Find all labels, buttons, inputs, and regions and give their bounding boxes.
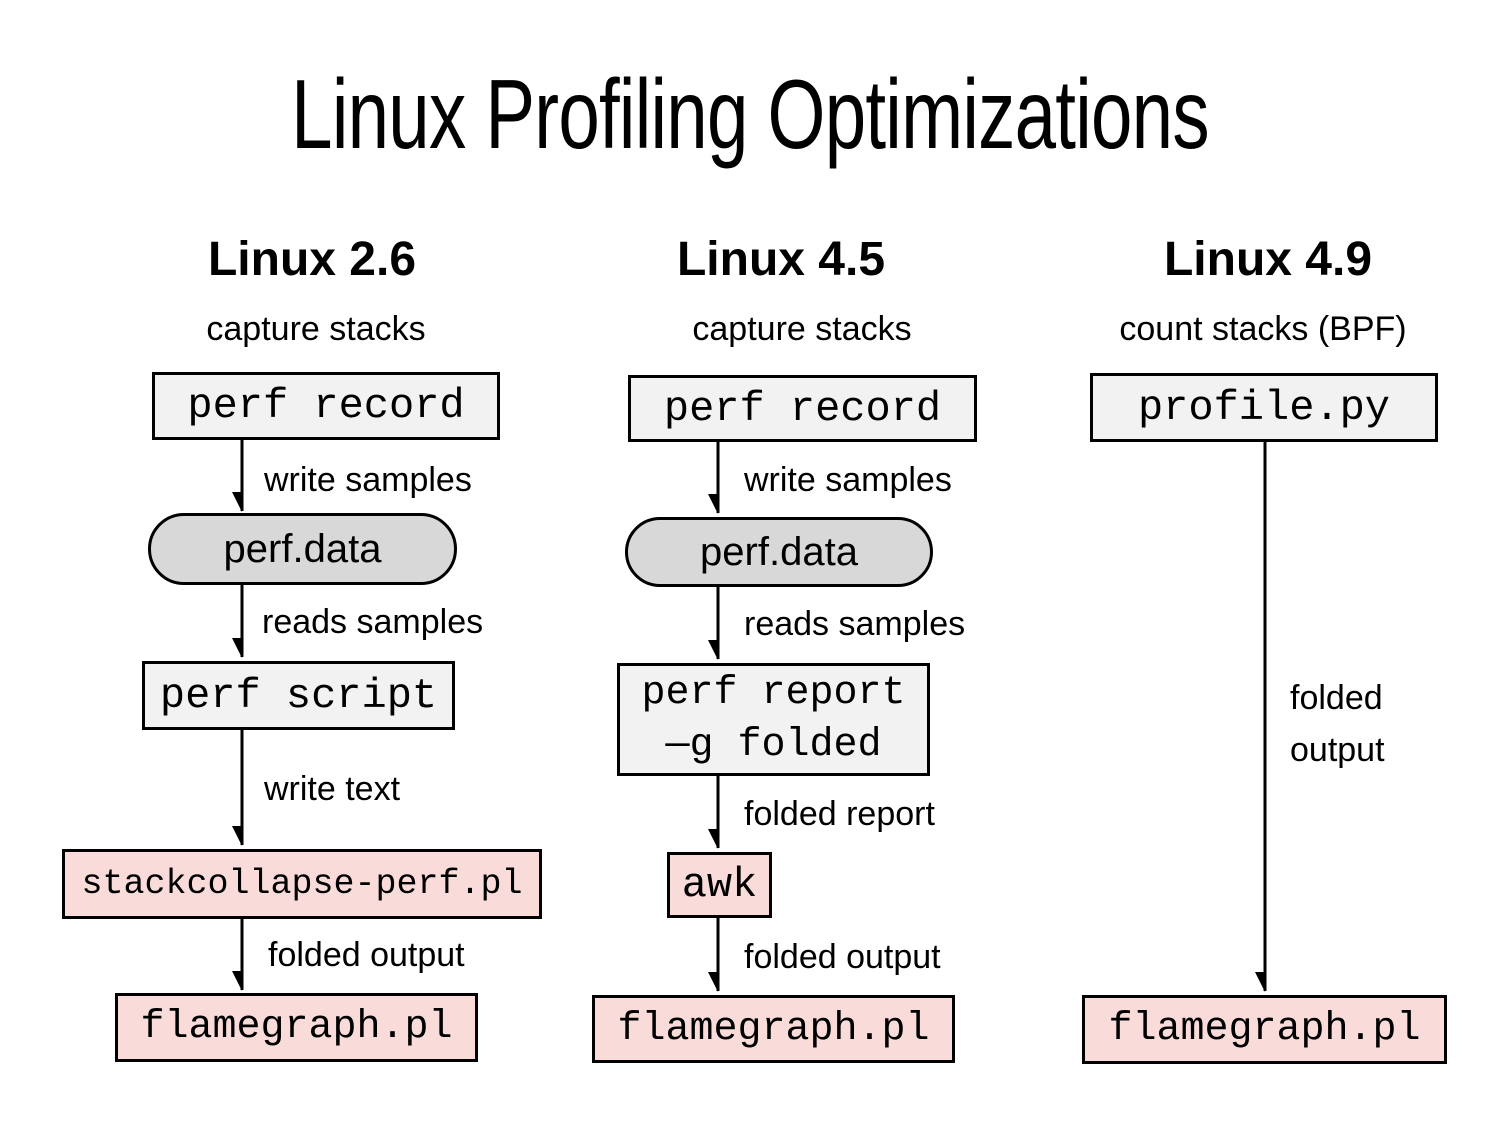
column-heading-linux-2-6: Linux 2.6 [207, 233, 417, 286]
edge-label-reads-samples-2: reads samples [744, 605, 966, 643]
edge-label-folded-report: folded report [744, 795, 935, 833]
node-perf-data-2-label: perf.data [700, 529, 858, 574]
node-flamegraph-pl-3: flamegraph.pl [1082, 995, 1447, 1064]
top-label-capture-stacks-1: capture stacks [206, 310, 426, 348]
edge-label-folded-output-3: folded output [1290, 679, 1385, 769]
node-perf-report-g-folded-label: perf report —g folded [641, 668, 905, 772]
edge-label-write-samples-2: write samples [744, 461, 952, 499]
node-stackcollapse-perf-pl: stackcollapse-perf.pl [62, 849, 542, 919]
page-title: Linux Profiling Optimizations [291, 59, 1209, 169]
edge-label-reads-samples-1: reads samples [262, 603, 484, 641]
node-flamegraph-pl-2: flamegraph.pl [592, 995, 955, 1063]
edge-label-write-text: write text [264, 770, 401, 808]
edge-label-folded-output-2: folded output [744, 938, 941, 976]
node-perf-record-1-label: perf record [187, 382, 465, 430]
top-label-capture-stacks-2: capture stacks [692, 310, 912, 348]
node-awk: awk [667, 852, 772, 918]
node-profile-py-label: profile.py [1137, 383, 1391, 432]
node-perf-data-1-label: perf.data [223, 526, 382, 571]
top-label-count-stacks-bpf: count stacks (BPF) [1119, 310, 1407, 348]
node-perf-report-line-2: —g folded [665, 722, 882, 768]
node-perf-record-2-label: perf record [663, 384, 942, 433]
node-flamegraph-pl-1: flamegraph.pl [115, 993, 478, 1062]
node-flamegraph-pl-1-label: flamegraph.pl [140, 1005, 453, 1050]
node-perf-script-label: perf script [159, 671, 438, 720]
node-perf-record-2: perf record [628, 375, 977, 442]
column-heading-linux-4-5: Linux 4.5 [676, 233, 886, 286]
node-flamegraph-pl-3-label: flamegraph.pl [1108, 1007, 1421, 1052]
edge-label-write-samples-1: write samples [264, 461, 472, 499]
node-flamegraph-pl-2-label: flamegraph.pl [617, 1006, 930, 1052]
node-perf-report-line-1: perf report [641, 670, 906, 716]
node-perf-data-2: perf.data [625, 517, 933, 587]
node-perf-report-g-folded: perf report —g folded [617, 663, 930, 776]
edge-label-folded-output-1: folded output [268, 936, 465, 974]
node-profile-py: profile.py [1090, 373, 1438, 442]
node-awk-label: awk [681, 861, 758, 909]
node-perf-record-1: perf record [152, 372, 500, 440]
node-stackcollapse-perf-pl-label: stackcollapse-perf.pl [81, 864, 523, 904]
node-perf-script: perf script [142, 661, 455, 730]
node-perf-data-1: perf.data [148, 513, 457, 585]
column-heading-linux-4-9: Linux 4.9 [1163, 233, 1373, 286]
